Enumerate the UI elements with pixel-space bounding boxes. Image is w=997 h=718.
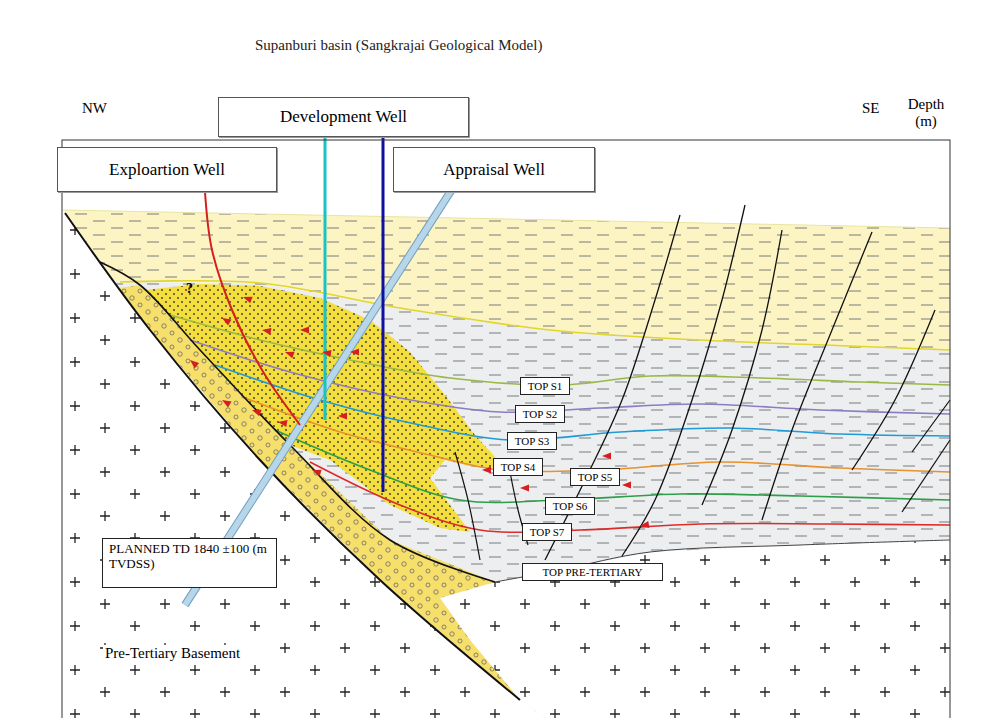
migration-arrow [251, 407, 262, 417]
section-frame [62, 140, 950, 718]
appraisal-well [382, 137, 385, 492]
migration-arrow [321, 349, 331, 357]
migration-arrow [220, 315, 231, 326]
horizon-label: TOP S6 [545, 497, 595, 515]
fault-line [902, 440, 950, 512]
migration-arrow [520, 485, 529, 492]
migration-arrow [338, 413, 347, 420]
migration-arrow [300, 327, 309, 334]
surface-line [63, 210, 950, 228]
fault-line [852, 310, 935, 470]
basement-top [495, 540, 950, 582]
horizon-line [245, 398, 950, 472]
box-text: TOP S2 [523, 408, 558, 421]
horizon-label: TOP S4 [493, 458, 543, 476]
migration-arrow [242, 294, 253, 304]
box-text: Appraisal Well [443, 160, 545, 180]
box-text: TOP PRE-TERTIARY [543, 566, 643, 579]
migration-arrow [482, 467, 491, 474]
fault-line [912, 400, 950, 452]
horizon-label: TOP S1 [520, 377, 570, 395]
basement-pattern [380, 540, 950, 718]
well-box: Appraisal Well [393, 147, 595, 192]
migration-arrow [311, 467, 322, 477]
box-text: Exploartion Well [109, 160, 225, 180]
fault-line [65, 213, 520, 700]
direction-label: SE [860, 100, 882, 117]
migration-arrow [639, 521, 649, 529]
fault-line [702, 230, 782, 505]
target-depth-box: PLANNED TD 1840 ±100 (m TVDSS) [102, 538, 277, 588]
development-well [324, 137, 327, 420]
box-text: TOP S7 [530, 526, 565, 539]
migration-arrow [622, 482, 631, 489]
unit-label: Pre-Tertiary Basement [103, 645, 242, 662]
conglomerate-pattern [119, 285, 520, 700]
box-text: Development Well [280, 107, 407, 127]
horizon-label: TOP S5 [570, 468, 620, 486]
box-text: TOP S3 [515, 435, 550, 448]
horizon-label: TOP S2 [515, 405, 565, 423]
horizon-label: TOP PRE-TERTIARY [522, 563, 663, 581]
fault-line [455, 452, 480, 560]
fault-line [762, 232, 872, 520]
migration-arrow [261, 327, 271, 335]
well-box: Development Well [218, 97, 469, 137]
well-box: Exploartion Well [57, 147, 277, 192]
box-text: TOP S1 [528, 380, 563, 393]
horizon-line [275, 430, 950, 503]
migration-arrow [284, 349, 295, 359]
box-text: TOP S5 [578, 471, 613, 484]
migration-arrow [220, 397, 231, 408]
horizon-label: TOP S3 [507, 432, 557, 450]
conglomerate [119, 285, 520, 700]
horizon-line [310, 462, 950, 532]
basement [380, 540, 950, 718]
box-text: TOP S4 [501, 461, 536, 474]
migration-arrow [602, 453, 611, 460]
box-text: PLANNED TD 1840 ±100 (m TVDSS) [109, 542, 270, 572]
fault-line [622, 205, 745, 556]
migration-arrow [277, 419, 287, 427]
horizon-label: TOP S7 [522, 523, 572, 541]
diagram-title: Supanburi basin (Sangkrajai Geological M… [255, 37, 542, 54]
horizon-line [170, 315, 950, 385]
migration-arrow [188, 357, 199, 368]
direction-label: NW [80, 100, 109, 117]
uncertainty-mark: ? [184, 281, 195, 297]
horizon-line [190, 340, 950, 414]
migration-arrow [350, 349, 359, 356]
box-text: TOP S6 [553, 500, 588, 513]
axis-label: Depth (m) [898, 96, 954, 131]
exploration-well [205, 192, 300, 425]
